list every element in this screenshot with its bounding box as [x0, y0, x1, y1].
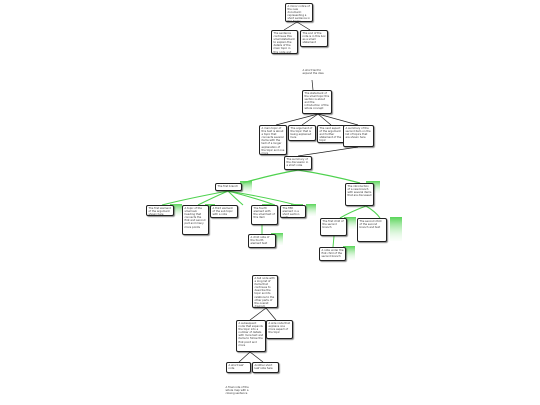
node-n3[interactable]: The end of the note is in this box as a …	[300, 30, 328, 47]
node-n10[interactable]: The summary of the discussion in a short…	[284, 156, 312, 170]
link-n22-n24	[265, 307, 277, 321]
node-n11[interactable]: The first branch	[215, 183, 242, 191]
node-n9[interactable]: A summary of the second item on the list…	[343, 125, 374, 147]
node-n19[interactable]: The first child of the second branch	[320, 218, 347, 236]
branch-fade-n11	[240, 181, 252, 193]
link-n23-n25	[238, 351, 251, 363]
branch-fade-n19	[344, 217, 356, 229]
link-n12-n20	[365, 205, 381, 219]
link-n5-n9	[317, 113, 359, 126]
branch-fade-n20	[390, 217, 402, 241]
link-n12-n19	[339, 205, 367, 219]
node-n14[interactable]: A topic of the small sub heading that co…	[182, 205, 209, 235]
node-n6[interactable]: A main topic of this text is about a top…	[259, 125, 287, 155]
node-n1[interactable]: A minor notice of the new document: repr…	[285, 3, 313, 22]
link-n9-n10	[297, 146, 359, 157]
node-n4[interactable]: A short text to expand the idea	[302, 69, 324, 76]
node-n20[interactable]: The second child of the second branch an…	[357, 218, 387, 242]
node-n16[interactable]: The fourth element with the small text o…	[251, 205, 278, 225]
link-n5-n7	[301, 113, 319, 126]
node-n5[interactable]: The statement of the small topic this se…	[302, 90, 332, 114]
node-n22[interactable]: A tall node with a long list of items th…	[252, 275, 278, 308]
link-n22-n23	[249, 307, 267, 321]
link-n11-n15	[227, 190, 244, 206]
node-n13[interactable]: The first element of the argument shown …	[146, 205, 174, 216]
node-n12[interactable]: The introduction of a new branch with se…	[345, 183, 374, 206]
link-n10-n12	[297, 169, 361, 184]
node-n15[interactable]: A third element of the sub topic with a …	[210, 205, 238, 218]
node-n8[interactable]: The next aspect of the argument and furt…	[317, 125, 345, 143]
node-n7[interactable]: The argument of the topic that is being …	[288, 125, 316, 141]
branch-fade-n17	[306, 204, 316, 216]
link-n19-n21	[332, 235, 335, 248]
link-n4-n5	[311, 79, 314, 91]
link-n1-n3	[296, 21, 311, 31]
node-n27[interactable]: A final note of the whole map with a clo…	[225, 386, 249, 396]
node-n26[interactable]: Another short leaf note here	[252, 362, 279, 373]
branch-fade-n21	[343, 246, 355, 260]
node-n23[interactable]: A subsequent node that expands the topic…	[236, 320, 266, 352]
link-n1-n2	[283, 21, 298, 31]
link-n11-n17	[227, 190, 297, 206]
link-n5-n6	[275, 113, 319, 126]
node-n17[interactable]: The fifth element in a short section not…	[280, 205, 306, 218]
link-n5-n8	[317, 113, 332, 126]
link-n11-n13	[161, 190, 229, 206]
node-n2[interactable]: The sentence continues this small statem…	[271, 30, 298, 54]
link-n23-n26	[249, 351, 264, 363]
link-n11-n14	[197, 190, 229, 206]
node-n21[interactable]: A note under the first child of the seco…	[319, 247, 346, 261]
node-n18[interactable]: A child note of the fourth element text	[248, 234, 276, 248]
node-n25[interactable]: A short leaf note	[226, 362, 251, 373]
node-n24[interactable]: A side node that explains one more aspec…	[266, 320, 293, 339]
